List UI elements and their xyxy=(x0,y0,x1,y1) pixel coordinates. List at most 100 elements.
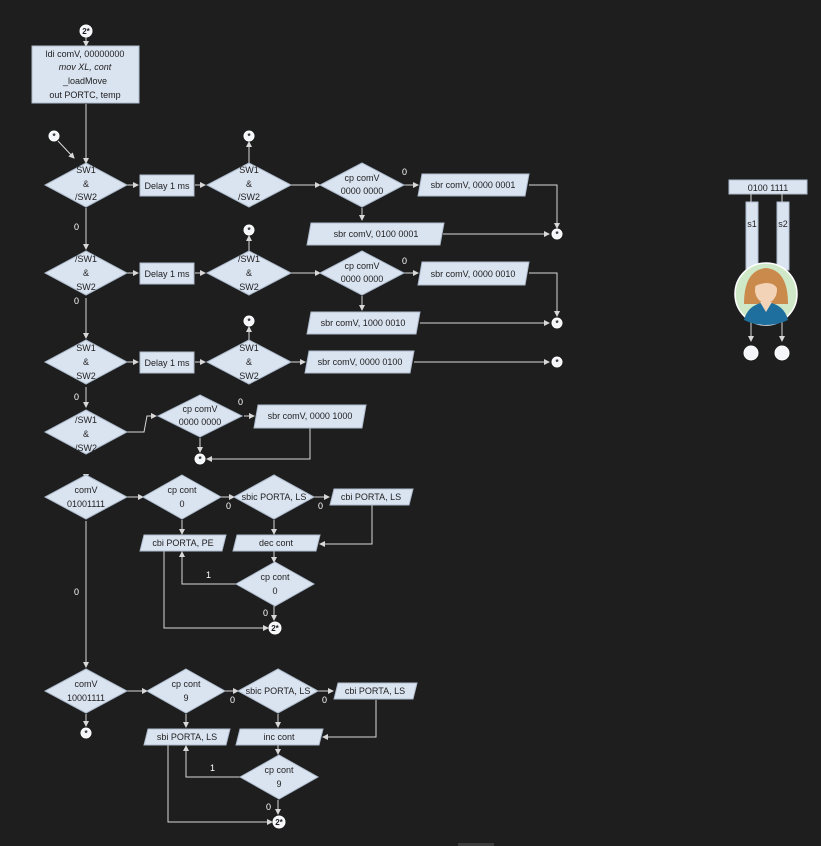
connector-start: 2* xyxy=(79,24,93,38)
output-led-s2 xyxy=(774,345,790,361)
delay-block[interactable]: Delay 1 ms xyxy=(139,174,195,197)
edge-label-zero: 0 xyxy=(322,695,327,705)
io-dec-block[interactable]: dec cont xyxy=(232,534,321,552)
start-process-block[interactable]: ldi comV, 00000000 mov XL, cont _loadMov… xyxy=(31,45,140,104)
svg-text:cp cont: cp cont xyxy=(167,485,197,495)
io-sbr-block[interactable]: sbr comV, 0000 0001 xyxy=(417,173,530,197)
decision-sw1-and-sw2-confirm[interactable]: SW1 & SW2 xyxy=(205,339,293,385)
svg-text:sbr comV, 1000 0010: sbr comV, 1000 0010 xyxy=(321,318,406,328)
svg-text:&: & xyxy=(246,357,252,367)
side-panel: 0100 1111 s1 s2 xyxy=(728,179,808,361)
decision-sw1-and-sw2[interactable]: SW1 & SW2 xyxy=(43,339,129,385)
register-value-box xyxy=(728,179,808,195)
svg-text:9: 9 xyxy=(183,693,188,703)
switch-s2[interactable] xyxy=(776,201,790,271)
decision-sw1-and-not-sw2-confirm[interactable]: SW1 & /SW2 xyxy=(205,162,293,208)
decision-cp-cont[interactable]: cp cont 9 xyxy=(145,668,227,714)
svg-text:&: & xyxy=(246,179,252,189)
svg-text:cbi PORTA, LS: cbi PORTA, LS xyxy=(341,492,401,502)
svg-text:_loadMove: _loadMove xyxy=(62,76,107,86)
edge-label-zero: 0 xyxy=(74,296,79,306)
scrollbar-thumb[interactable] xyxy=(458,843,494,846)
svg-text:comV: comV xyxy=(74,679,97,689)
svg-text:sbr comV, 0000 0010: sbr comV, 0000 0010 xyxy=(431,269,516,279)
edge-label-zero: 0 xyxy=(226,501,231,511)
decision-sbic[interactable]: sbic PORTA, LS xyxy=(236,668,320,714)
svg-text:2*: 2* xyxy=(82,27,90,36)
io-sbr-block[interactable]: sbr comV, 0000 0100 xyxy=(304,350,415,374)
flow-lines xyxy=(57,37,560,825)
svg-text:0000 0000: 0000 0000 xyxy=(341,274,384,284)
svg-text:*: * xyxy=(555,358,559,367)
connector-star: * xyxy=(80,727,92,739)
svg-text:2*: 2* xyxy=(271,624,279,633)
svg-text:ldi comV, 00000000: ldi comV, 00000000 xyxy=(46,49,125,59)
svg-text:&: & xyxy=(83,179,89,189)
io-sbr-block[interactable]: sbr comV, 0000 0010 xyxy=(417,261,530,286)
svg-text:cbi PORTA, LS: cbi PORTA, LS xyxy=(345,686,405,696)
decision-sw1-and-not-sw2[interactable]: SW1 & /SW2 xyxy=(43,162,129,208)
svg-text:SW1: SW1 xyxy=(76,165,96,175)
svg-text:SW1: SW1 xyxy=(239,343,259,353)
io-sbr-block[interactable]: sbr comV, 0000 1000 xyxy=(253,404,367,429)
decision-cp-cont[interactable]: cp cont 9 xyxy=(238,754,320,800)
svg-text:0: 0 xyxy=(272,586,277,596)
decision-cp-cont[interactable]: cp cont 0 xyxy=(234,561,316,607)
io-cbi-block[interactable]: cbi PORTA, LS xyxy=(333,682,418,700)
svg-text:/SW1: /SW1 xyxy=(238,254,260,264)
decision-not-sw1-and-sw2-confirm[interactable]: /SW1 & SW2 xyxy=(205,250,293,296)
svg-text:/SW2: /SW2 xyxy=(75,443,97,453)
svg-text:sbr comV, 0000 0001: sbr comV, 0000 0001 xyxy=(431,180,516,190)
svg-text:dec cont: dec cont xyxy=(259,538,294,548)
svg-text:comV: comV xyxy=(74,485,97,495)
delay-block[interactable]: Delay 1 ms xyxy=(139,262,195,285)
edge-labels: 0 0 0 0 0 0 0 0 0 0 0 0 0 1 1 xyxy=(74,167,407,812)
io-inc-block[interactable]: inc cont xyxy=(235,728,324,746)
svg-text:Delay 1 ms: Delay 1 ms xyxy=(144,358,190,368)
svg-text:*: * xyxy=(247,132,251,141)
svg-text:/SW1: /SW1 xyxy=(75,254,97,264)
svg-text:*: * xyxy=(52,132,56,141)
connector-star: * xyxy=(243,130,255,142)
svg-text:cbi PORTA, PE: cbi PORTA, PE xyxy=(152,538,213,548)
switch-s1[interactable] xyxy=(745,201,759,271)
connector-end: 2* xyxy=(268,621,282,635)
decision-comv-10001111[interactable]: comV 10001111 xyxy=(43,668,129,714)
io-cbi-block[interactable]: cbi PORTA, PE xyxy=(139,534,227,552)
svg-text:cp cont: cp cont xyxy=(171,679,201,689)
delay-block[interactable]: Delay 1 ms xyxy=(139,351,195,374)
decision-cp-comv[interactable]: cp comV 0000 0000 xyxy=(318,162,406,208)
svg-text:sbic PORTA, LS: sbic PORTA, LS xyxy=(242,492,307,502)
user-avatar-icon xyxy=(734,262,798,326)
connector-star: * xyxy=(243,224,255,236)
decision-cp-cont[interactable]: cp cont 0 xyxy=(141,474,223,520)
svg-text:mov XL, cont: mov XL, cont xyxy=(59,62,112,72)
svg-text:0000 0000: 0000 0000 xyxy=(341,186,384,196)
edge-label-zero: 0 xyxy=(238,397,243,407)
io-sbi-block[interactable]: sbi PORTA, LS xyxy=(143,728,231,746)
svg-text:SW2: SW2 xyxy=(76,371,96,381)
svg-text:/SW1: /SW1 xyxy=(75,415,97,425)
decision-not-sw1-and-not-sw2[interactable]: /SW1 & /SW2 xyxy=(43,409,129,455)
svg-text:inc cont: inc cont xyxy=(263,732,295,742)
io-sbr-block[interactable]: sbr comV, 1000 0010 xyxy=(306,311,421,335)
svg-text:sbr comV, 0000 0100: sbr comV, 0000 0100 xyxy=(318,357,403,367)
decision-comv-01001111[interactable]: comV 01001111 xyxy=(43,474,129,520)
svg-text:cp cont: cp cont xyxy=(260,572,290,582)
edge-label-one: 1 xyxy=(206,570,211,580)
decision-not-sw1-and-sw2[interactable]: /SW1 & SW2 xyxy=(43,250,129,296)
connector-star: * xyxy=(194,453,206,465)
svg-text:&: & xyxy=(246,268,252,278)
svg-text:/SW2: /SW2 xyxy=(238,192,260,202)
decision-sbic[interactable]: sbic PORTA, LS xyxy=(232,474,316,520)
decision-cp-comv[interactable]: cp comV 0000 0000 xyxy=(156,394,244,438)
io-sbr-block[interactable]: sbr comV, 0100 0001 xyxy=(306,222,445,246)
decision-cp-comv[interactable]: cp comV 0000 0000 xyxy=(318,250,406,296)
svg-text:9: 9 xyxy=(276,779,281,789)
edge-label-zero: 0 xyxy=(263,608,268,618)
connector-star: * xyxy=(551,228,563,240)
io-cbi-block[interactable]: cbi PORTA, LS xyxy=(329,488,414,506)
svg-text:*: * xyxy=(198,455,202,464)
svg-text:sbr comV, 0100 0001: sbr comV, 0100 0001 xyxy=(334,229,419,239)
svg-text:cp comV: cp comV xyxy=(344,173,379,183)
